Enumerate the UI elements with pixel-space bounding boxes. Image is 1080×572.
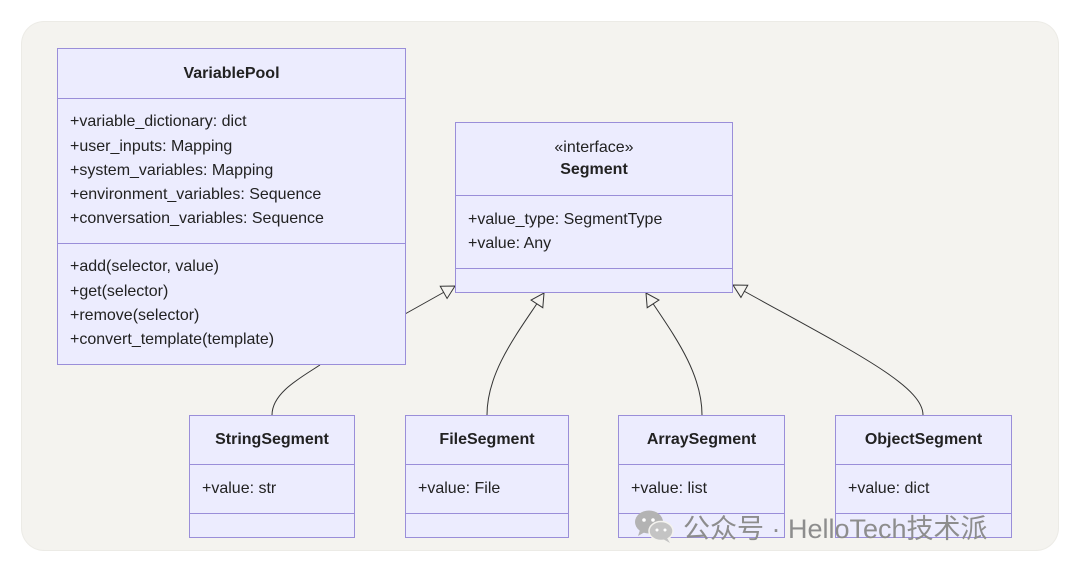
class-header: FileSegment (406, 416, 568, 465)
class-name: ObjectSegment (864, 431, 983, 448)
class-header: StringSegment (190, 416, 354, 465)
watermark: 公众号 · HelloTech技术派 (633, 506, 988, 546)
attribute: +value: Any (468, 235, 552, 252)
edge-objectsegment-segment (732, 284, 924, 416)
attributes-section: +value: File (406, 465, 568, 514)
attribute: +value_type: SegmentType (468, 210, 663, 228)
class-name: FileSegment (439, 431, 535, 448)
method: +get(selector) (70, 282, 169, 300)
watermark-text: 公众号 · HelloTech技术派 (683, 513, 988, 544)
edge-stringsegment-variablepool (271, 364, 321, 416)
attributes-section: +value: str (190, 465, 354, 514)
attribute: +value: str (202, 479, 277, 497)
class-header: VariablePool (58, 49, 405, 99)
attribute: +value: list (631, 479, 708, 497)
method: +add(selector, value) (70, 258, 219, 276)
edge-filesegment-segment (486, 292, 545, 416)
attributes-section: +value: dict (836, 465, 1011, 514)
class-name: VariablePool (183, 64, 280, 82)
class-header: ObjectSegment (836, 416, 1011, 465)
class-stringsegment: StringSegment +value: str (189, 415, 355, 538)
methods-section (456, 269, 732, 292)
edge-variablepool-segment (404, 285, 456, 315)
class-header: ArraySegment (619, 416, 784, 465)
method: +remove(selector) (70, 307, 200, 324)
class-name: ArraySegment (646, 431, 757, 448)
attributes-section: +value: list (619, 465, 784, 514)
methods-section (406, 514, 568, 537)
class-header: «interface» Segment (456, 123, 732, 196)
wechat-icon (635, 510, 674, 543)
attribute: +system_variables: Mapping (70, 161, 274, 179)
attribute: +variable_dictionary: dict (70, 113, 247, 131)
attribute: +user_inputs: Mapping (70, 137, 233, 155)
attribute: +conversation_variables: Sequence (70, 210, 324, 228)
class-filesegment: FileSegment +value: File (405, 415, 569, 538)
method: +convert_template(template) (70, 331, 275, 349)
attribute: +value: File (418, 479, 501, 497)
attributes-section: +variable_dictionary: dict +user_inputs:… (58, 99, 405, 244)
attribute: +environment_variables: Sequence (70, 186, 322, 204)
methods-section: +add(selector, value) +get(selector) +re… (58, 244, 405, 364)
methods-section (190, 514, 354, 537)
stereotype-label: «interface» (554, 139, 634, 156)
attributes-section: +value_type: SegmentType +value: Any (456, 196, 732, 269)
class-objectsegment: ObjectSegment +value: dict (835, 415, 1012, 538)
class-variablepool: VariablePool +variable_dictionary: dict … (57, 48, 406, 365)
class-name: Segment (560, 161, 628, 178)
edge-arraysegment-segment (645, 292, 703, 416)
class-segment: «interface» Segment +value_type: Segment… (455, 122, 733, 293)
attribute: +value: dict (848, 479, 930, 497)
class-name: StringSegment (215, 431, 329, 448)
